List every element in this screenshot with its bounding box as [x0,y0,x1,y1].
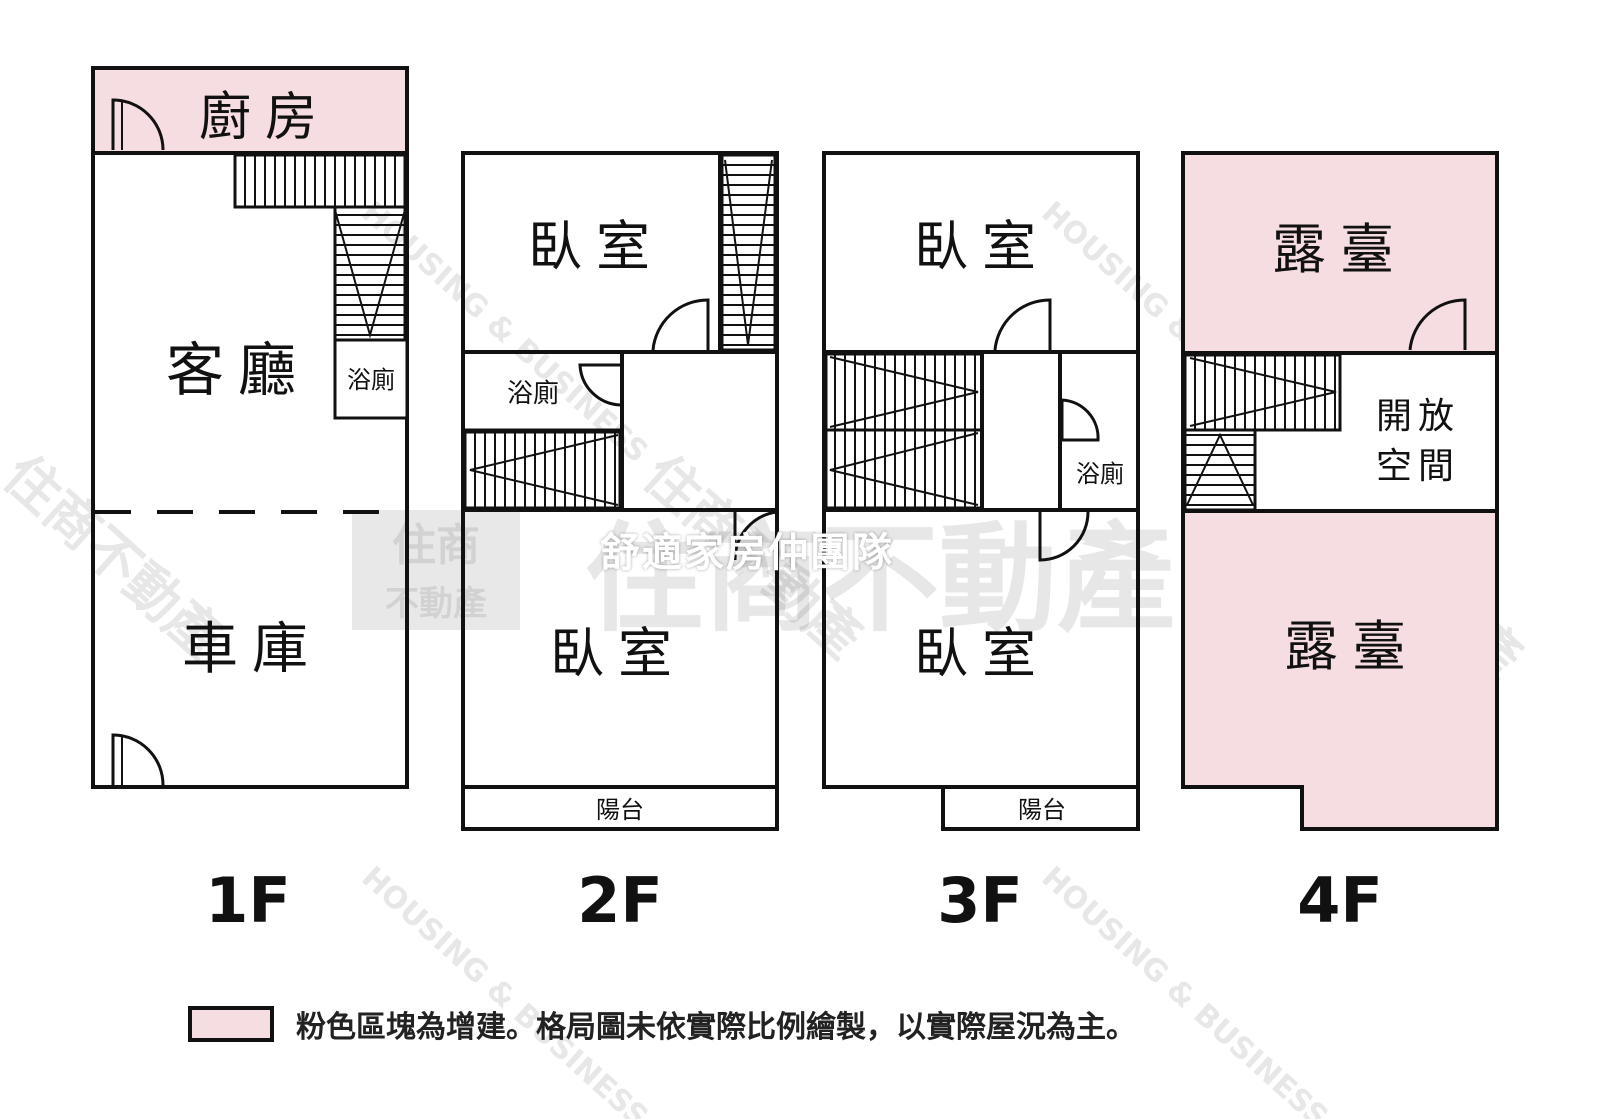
floor-label-4f: 4F [1297,864,1383,937]
floor-2f: 臥室 浴廁 臥室 陽台 2F [461,151,779,937]
svg-text:不動產: 不動產 [385,584,487,624]
door-swing-2f-bedroom [651,298,710,351]
balcony-2f [461,785,779,831]
room-kitchen: 廚房 [199,88,331,148]
room-open-space-line2: 空間 [1376,446,1460,487]
watermark-logo-center: 住商 不動產 [352,510,520,630]
room-bath-2f: 浴廁 [507,379,559,409]
balcony-3f [941,785,1140,831]
stairs-2f-top [720,153,777,352]
stairs-4f-upper [1183,353,1342,432]
stairs-3f-upper [824,352,984,432]
room-bath-1f: 浴廁 [347,366,395,394]
room-bedroom-2f-bottom: 臥室 [550,622,686,685]
floor-label-2f: 2F [577,864,663,937]
room-bedroom-2f-top: 臥室 [528,215,664,278]
stairs-2f-bottom [463,430,622,510]
room-bath-3f: 浴廁 [1076,460,1124,488]
door-swing-3f-bath [1060,398,1100,442]
stairs-4f-lower [1183,428,1257,512]
door-swing-3f-bedroom-bottom [1038,511,1090,562]
room-balcony-3f: 陽台 [1018,796,1066,824]
floor-label-3f: 3F [937,864,1023,937]
room-balcony-2f: 陽台 [596,796,644,824]
door-swing-4f-terrace [1408,298,1467,351]
floor-label-1f: 1F [205,864,291,937]
watermark-center-text: 住商不動產 [585,510,1175,648]
door-swing-1f-kitchen [111,98,165,151]
floor-1f: 廚房 客廳 浴廁 車庫 1F [91,66,409,937]
room-open-space-line1: 開放 [1376,396,1460,437]
stairs-1f-side [333,205,407,342]
door-swing-2f-bath [578,363,621,407]
floor-1f-outline [91,151,409,789]
legend-pink-swatch [188,1006,274,1042]
terrace-4f-bottom [1181,509,1499,831]
stairs-1f-top [233,153,407,209]
terrace-4f-top [1181,151,1499,355]
bath-1f [333,338,409,420]
room-bedroom-3f-bottom: 臥室 [914,622,1050,685]
room-bedroom-3f-top: 臥室 [914,215,1050,278]
watermark-en-3: HOUSING & BUSINESS [1035,860,1335,1119]
floor-3f: 臥室 浴廁 臥室 陽台 3F [822,151,1140,937]
room-terrace-4f-bottom: 露臺 [1284,615,1420,678]
room-garage: 車庫 [182,617,322,682]
door-swing-1f-garage [111,733,165,786]
agency-overlay-text: 舒適家房仲團隊 [600,530,894,576]
room-terrace-4f-top: 露臺 [1272,218,1408,281]
door-swing-2f-bedroom-bottom [733,510,778,561]
floor-4f: 露臺 開放 空間 露臺 4F [1181,151,1499,937]
stairs-3f-lower [824,428,984,510]
room-living: 客廳 [166,336,310,404]
legend-text: 粉色區塊為增建。格局圖未依實際比例繪製，以實際屋況為主。 [296,1010,1136,1045]
legend: 粉色區塊為增建。格局圖未依實際比例繪製，以實際屋況為主。 [188,1000,1136,1048]
door-swing-3f-bedroom [993,298,1052,351]
